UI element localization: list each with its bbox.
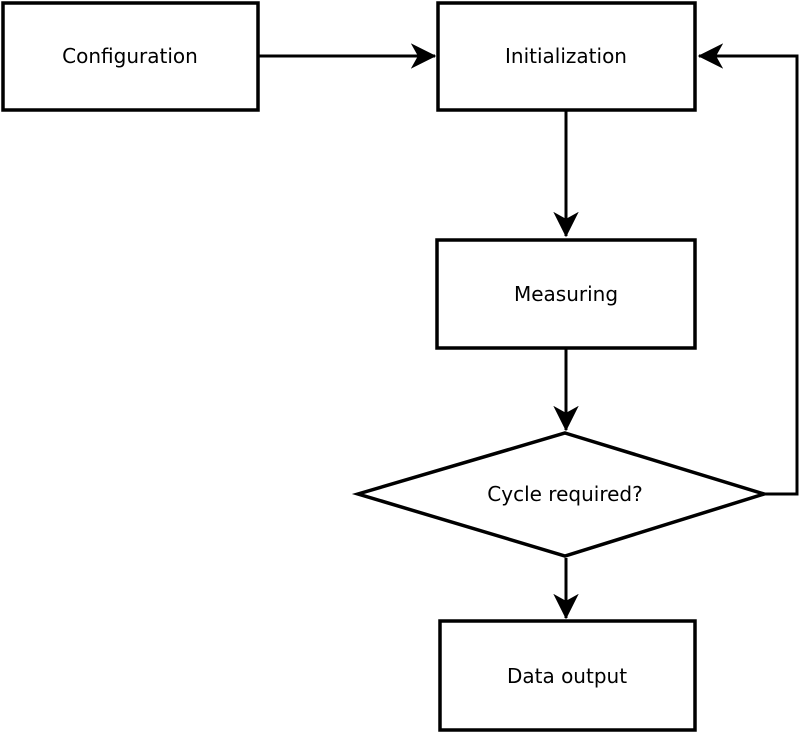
cycle-required-label: Cycle required? bbox=[487, 482, 642, 506]
data-output-label: Data output bbox=[507, 664, 627, 688]
node-measuring: Measuring bbox=[435, 238, 697, 350]
node-cycle-required: Cycle required? bbox=[351, 431, 770, 558]
node-data-output: Data output bbox=[438, 619, 697, 732]
data-output-box bbox=[438, 619, 697, 732]
initialization-box bbox=[436, 1, 697, 112]
configuration-label: Configuration bbox=[62, 44, 198, 68]
edge-cycle-required-to-initialization bbox=[697, 43, 799, 496]
configuration-box bbox=[1, 1, 260, 112]
cycle-required-diamond bbox=[351, 431, 770, 558]
node-initialization: Initialization bbox=[436, 1, 697, 112]
measuring-box bbox=[435, 238, 697, 350]
measuring-label: Measuring bbox=[514, 282, 618, 306]
initialization-label: Initialization bbox=[505, 44, 627, 68]
node-configuration: Configuration bbox=[1, 1, 260, 112]
